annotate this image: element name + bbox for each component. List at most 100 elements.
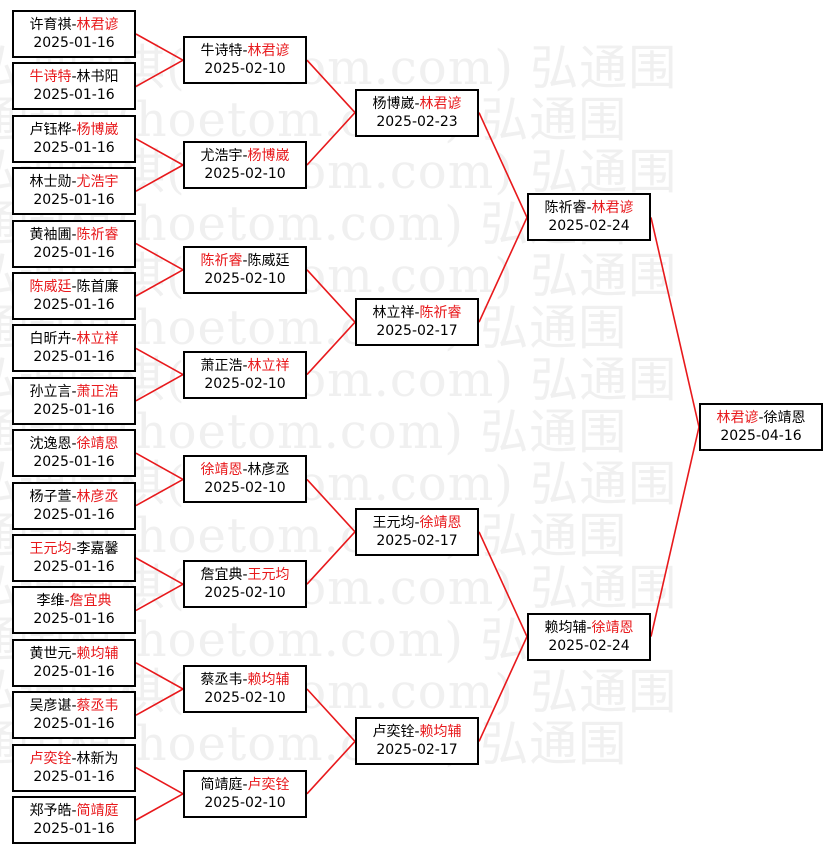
connector-line <box>135 583 184 612</box>
connector-line <box>478 217 528 323</box>
player-2-name: 徐靖恩 <box>76 436 119 453</box>
separator: - <box>71 541 77 557</box>
player-2-name: 陈首廉 <box>76 279 119 295</box>
connector-line <box>135 662 184 690</box>
player-2-name: 陈祈睿 <box>76 226 119 243</box>
connector-line <box>135 373 184 402</box>
match-players: 陈祈睿-林君谚 <box>529 199 649 217</box>
connector-line <box>478 112 528 218</box>
separator: - <box>414 514 420 531</box>
match-players: 王元均-李嘉馨 <box>14 540 134 558</box>
match-date: 2025-02-23 <box>376 113 458 130</box>
connector-line <box>306 59 356 114</box>
player-2-name: 杨博崴 <box>247 148 290 164</box>
player-2-name: 陈威廷 <box>247 252 290 269</box>
connector-line <box>135 478 184 507</box>
player-2-name: 简靖庭 <box>76 803 119 819</box>
connector-line <box>306 112 356 166</box>
player-2-name: 林君谚 <box>247 43 290 60</box>
player-2-name: 林新为 <box>76 750 119 767</box>
separator: - <box>242 148 248 164</box>
connector-line <box>135 766 184 795</box>
match-date: 2025-04-16 <box>720 428 802 444</box>
connector-line <box>135 33 184 61</box>
match-date: 2025-02-24 <box>548 637 630 654</box>
match-date: 2025-02-10 <box>204 61 286 78</box>
match-date: 2025-01-16 <box>33 716 115 733</box>
connector-line <box>135 688 184 716</box>
separator: - <box>586 619 592 636</box>
match-date: 2025-01-16 <box>33 244 115 261</box>
separator: - <box>242 357 248 374</box>
player-2-name: 林立祥 <box>76 331 119 348</box>
match-players: 詹宜典-王元均 <box>185 566 305 584</box>
separator: - <box>242 462 248 479</box>
player-1-name: 赖均辅 <box>544 619 587 636</box>
player-2-name: 林立祥 <box>247 357 290 374</box>
player-1-name: 牛诗特 <box>29 69 72 86</box>
separator: - <box>242 776 248 793</box>
connector-line <box>135 59 184 88</box>
separator: - <box>71 279 77 295</box>
player-2-name: 卢奕铨 <box>247 776 290 793</box>
match-players: 孙立言-萧正浩 <box>14 383 134 401</box>
player-2-name: 林君谚 <box>76 17 119 33</box>
match-players: 卢钰桦-杨博崴 <box>14 121 134 139</box>
match-date: 2025-02-10 <box>204 270 286 287</box>
player-2-name: 徐靖恩 <box>419 514 462 531</box>
player-1-name: 萧正浩 <box>200 357 243 374</box>
player-2-name: 赖均辅 <box>419 724 462 741</box>
match-date: 2025-01-16 <box>33 87 115 104</box>
player-1-name: 沈逸恩 <box>29 436 72 453</box>
match-date: 2025-01-16 <box>33 401 115 418</box>
player-1-name: 杨子萱 <box>29 488 72 505</box>
player-2-name: 林彦丞 <box>76 488 119 505</box>
player-2-name: 尤浩宇 <box>76 174 119 191</box>
match-players: 卢奕铨-林新为 <box>14 750 134 768</box>
player-2-name: 林书阳 <box>76 69 119 86</box>
match-players: 黄世元-赖均辅 <box>14 645 134 663</box>
connector-line <box>306 321 356 376</box>
connector-line <box>306 269 356 323</box>
match-date: 2025-02-17 <box>376 323 458 340</box>
player-2-name: 林君谚 <box>419 95 462 112</box>
connector-line <box>306 688 356 742</box>
match-date: 2025-02-10 <box>204 166 286 182</box>
match-date: 2025-02-10 <box>204 690 286 706</box>
connector-line <box>135 793 184 821</box>
player-1-name: 卢奕铨 <box>29 750 72 767</box>
connector-line <box>135 557 184 585</box>
connector-line <box>650 426 700 637</box>
match-date: 2025-01-16 <box>33 768 115 785</box>
player-2-name: 徐靖恩 <box>591 619 634 636</box>
match-players: 林君谚-徐靖恩 <box>701 409 821 427</box>
match-date: 2025-02-17 <box>376 742 458 759</box>
player-1-name: 陈祈睿 <box>544 200 587 217</box>
player-2-name: 赖均辅 <box>76 645 119 662</box>
match-players: 杨子萱-林彦丞 <box>14 488 134 506</box>
player-1-name: 陈祈睿 <box>200 252 243 269</box>
match-players: 徐靖恩-林彦丞 <box>185 461 305 479</box>
match-players: 郑予皓-简靖庭 <box>14 802 134 820</box>
match-players: 林立祥-陈祈睿 <box>357 304 477 322</box>
match-players: 简靖庭-卢奕铨 <box>185 776 305 794</box>
connector-line <box>135 347 184 376</box>
separator: - <box>414 724 420 741</box>
player-1-name: 徐靖恩 <box>200 462 243 479</box>
player-1-name: 李维 <box>36 593 65 610</box>
